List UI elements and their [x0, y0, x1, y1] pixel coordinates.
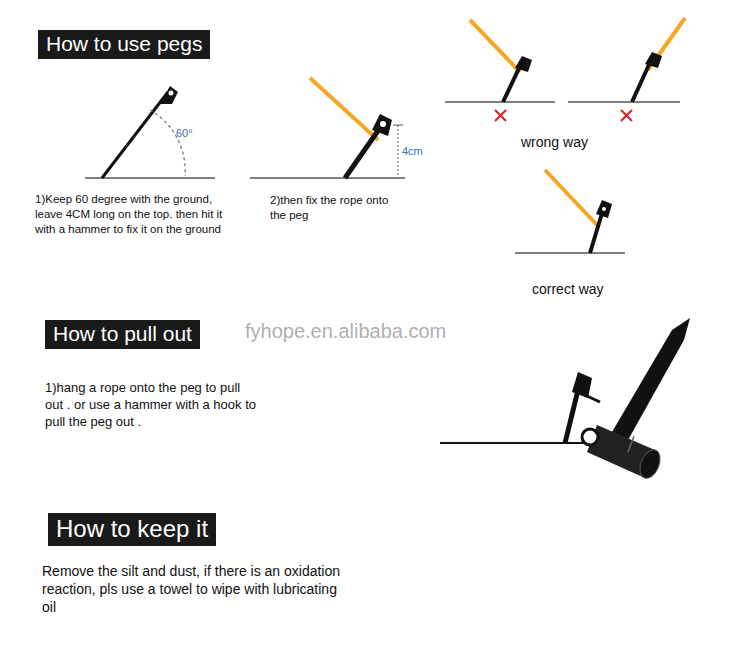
peg-2 [310, 78, 403, 178]
peg-wrong-2 [621, 18, 685, 121]
step-note: 1)hang a rope onto the peg to pull out .… [45, 379, 260, 430]
section-heading: How to use pegs [38, 30, 210, 59]
heading-text: How to pull out [53, 322, 192, 346]
heading-text: How to use pegs [46, 32, 202, 56]
hammer-pull [565, 318, 690, 481]
section-heading: How to keep it [48, 513, 216, 546]
caption-correct: correct way [532, 280, 642, 298]
heading-text: How to keep it [56, 515, 208, 543]
step-note: 2)then fix the rope onto the peg [270, 193, 390, 223]
section-heading: How to pull out [45, 320, 200, 349]
step-note: 1)Keep 60 degree with the ground, leave … [35, 192, 240, 237]
watermark: fyhope.en.alibaba.com [245, 318, 515, 344]
dimension-label: 4cm [402, 144, 442, 158]
peg-correct [545, 170, 612, 253]
peg-1 [102, 86, 185, 178]
care-note: Remove the silt and dust, if there is an… [42, 562, 352, 616]
caption-wrong: wrong way [521, 133, 631, 151]
angle-label: 60° [176, 126, 216, 140]
peg-wrong-1 [470, 20, 532, 121]
